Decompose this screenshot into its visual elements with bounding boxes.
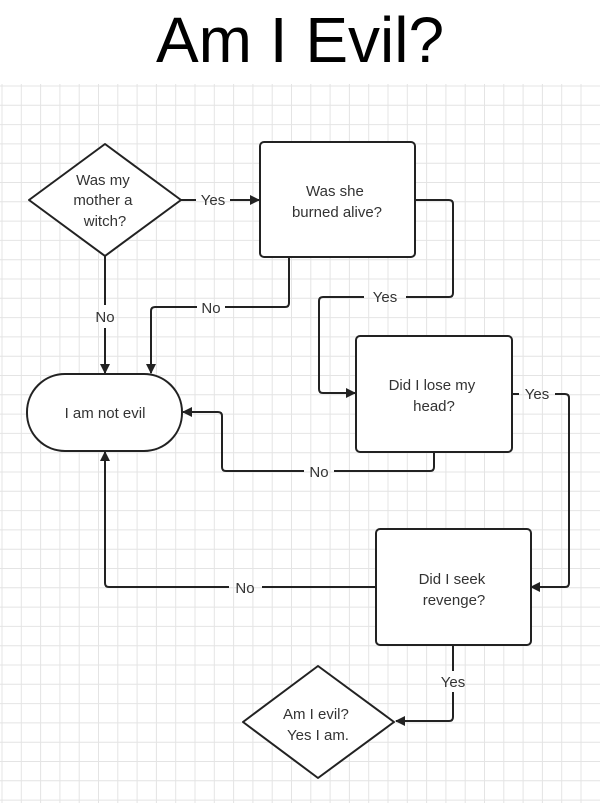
diagram-title: Am I Evil? — [155, 4, 445, 76]
node-text-line: I am not evil — [65, 405, 146, 422]
node-text: Did I seek revenge? — [419, 571, 490, 609]
node-text-line: Was she — [306, 183, 364, 200]
edge-label-witch-no: No — [95, 309, 114, 326]
node-was-she-burned-alive[interactable]: Was she burned alive? — [259, 141, 416, 258]
node-text: Was my mother a witch? — [73, 172, 136, 230]
node-text-line: burned alive? — [292, 204, 382, 221]
edge-revenge-no: No — [100, 451, 376, 597]
edge-burned-no: No — [146, 258, 290, 374]
node-am-i-evil-yes-i-am[interactable]: Am I evil? Yes I am. — [242, 665, 395, 779]
node-text: Am I evil? Yes I am. — [283, 706, 353, 744]
node-text: Did I lose my head? — [389, 377, 480, 415]
edge-revenge-yes: Yes — [395, 645, 465, 726]
edge-label-revenge-yes: Yes — [441, 674, 465, 691]
edge-head-no: No — [182, 407, 435, 481]
node-text-line: Yes I am. — [287, 727, 349, 744]
node-text-line: mother a — [73, 192, 133, 209]
flowchart-canvas: Yes No No Yes No Yes No Yes Was my — [0, 84, 600, 803]
node-text-line: revenge? — [423, 592, 486, 609]
node-text-line: Am I evil? — [283, 706, 349, 723]
node-was-my-mother-a-witch[interactable]: Was my mother a witch? — [28, 143, 182, 257]
node-did-i-seek-revenge[interactable]: Did I seek revenge? — [375, 528, 532, 646]
edge-witch-yes: Yes — [181, 192, 260, 209]
node-text-line: witch? — [83, 213, 127, 230]
edge-head-yes: Yes — [512, 386, 570, 592]
node-text-line: Was my — [76, 172, 130, 189]
edge-label-head-yes: Yes — [525, 386, 549, 403]
edge-label-burned-no: No — [201, 300, 220, 317]
node-text: Was she burned alive? — [292, 183, 382, 221]
edge-label-burned-yes: Yes — [373, 289, 397, 306]
node-text-line: Did I lose my — [389, 377, 476, 394]
edge-witch-no: No — [95, 256, 115, 374]
edge-label-witch-yes: Yes — [201, 192, 225, 209]
edge-label-revenge-no: No — [235, 580, 254, 597]
node-text: I am not evil — [65, 405, 146, 422]
edge-label-head-no: No — [309, 464, 328, 481]
edge-burned-yes: Yes — [318, 199, 454, 398]
node-text-line: Did I seek — [419, 571, 486, 588]
node-text-line: head? — [413, 398, 455, 415]
node-i-am-not-evil[interactable]: I am not evil — [26, 373, 183, 452]
node-did-i-lose-my-head[interactable]: Did I lose my head? — [355, 335, 513, 453]
